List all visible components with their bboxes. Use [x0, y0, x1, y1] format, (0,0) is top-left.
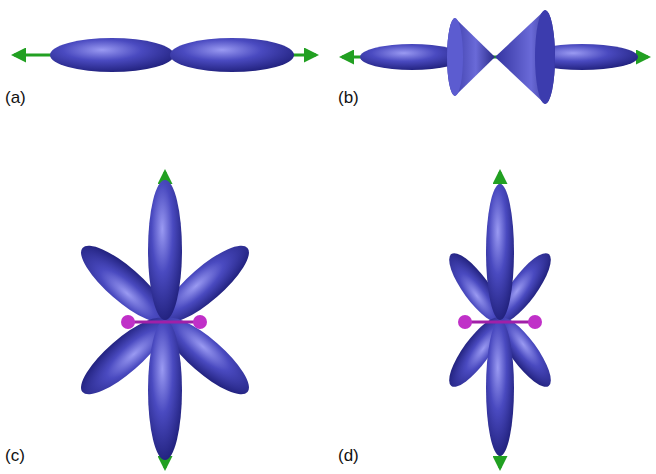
cone-rim — [447, 18, 463, 96]
plot-d — [441, 172, 559, 468]
atom — [458, 315, 472, 329]
lobe — [50, 38, 174, 72]
cone-lobe — [495, 10, 555, 104]
plot-a — [14, 38, 316, 72]
panel-label: (b) — [338, 88, 359, 108]
lobe — [148, 180, 182, 320]
atom — [193, 315, 207, 329]
plot-c — [71, 172, 258, 468]
cone-rim — [535, 10, 555, 104]
atom — [528, 315, 542, 329]
panel-label: (c) — [5, 446, 25, 466]
molecule-bond — [128, 321, 200, 324]
panel-label: (a) — [5, 88, 26, 108]
panel-label: (d) — [338, 446, 359, 466]
lobe — [486, 320, 514, 456]
atom — [121, 315, 135, 329]
lobe — [170, 38, 294, 72]
plot-b — [342, 10, 648, 104]
molecule-bond — [465, 321, 535, 324]
cone-lobe — [447, 18, 495, 96]
lobe — [148, 320, 182, 460]
lobe — [486, 184, 514, 320]
